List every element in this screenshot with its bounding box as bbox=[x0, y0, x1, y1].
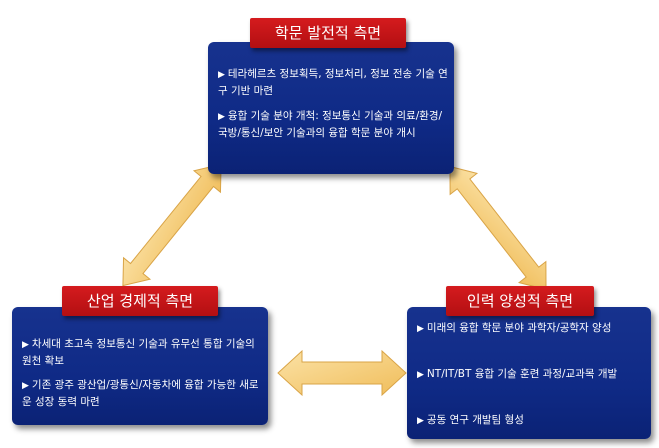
industry-box bbox=[12, 307, 268, 425]
industry-header: 산업 경제적 측면 bbox=[62, 286, 218, 316]
workforce-item-1: ▶미래의 융합 학문 분야 과학자/공학자 양성 bbox=[417, 322, 612, 334]
arrow-top-left bbox=[122, 163, 222, 287]
academic-item-2: ▶융합 기술 분야 개척: 정보통신 기술과 의료/환경/국방/통신/보안 기술… bbox=[218, 110, 443, 139]
industry-item-1: ▶차세대 초고속 정보통신 기술과 유무선 통합 기술의 원천 확보 bbox=[22, 338, 255, 367]
industry-item-2: ▶기존 광주 광산업/광통신/자동차에 융합 가능한 새로운 성장 동력 마련 bbox=[22, 379, 259, 408]
arrow-left-right bbox=[277, 349, 407, 397]
workforce-item-2: ▶NT/IT/BT 융합 기술 훈련 과정/교과목 개발 bbox=[417, 368, 618, 380]
bullet-triangle-icon: ▶ bbox=[22, 340, 29, 350]
bullet-triangle-icon: ▶ bbox=[22, 381, 29, 391]
bullet-triangle-icon: ▶ bbox=[417, 416, 424, 426]
workforce-item-3: ▶공동 연구 개발팀 형성 bbox=[417, 414, 524, 426]
bullet-triangle-icon: ▶ bbox=[218, 112, 225, 122]
academic-box bbox=[208, 42, 454, 174]
bullet-triangle-icon: ▶ bbox=[218, 70, 225, 80]
workforce-header: 인력 양성적 측면 bbox=[446, 286, 594, 316]
academic-header: 학문 발전적 측면 bbox=[250, 18, 406, 48]
academic-item-1: ▶테라헤르츠 정보획득, 정보처리, 정보 전송 기술 연구 기반 마련 bbox=[218, 68, 448, 97]
arrow-top-right bbox=[449, 165, 547, 291]
bullet-triangle-icon: ▶ bbox=[417, 370, 424, 380]
workforce-box bbox=[407, 307, 651, 439]
bullet-triangle-icon: ▶ bbox=[417, 324, 424, 334]
